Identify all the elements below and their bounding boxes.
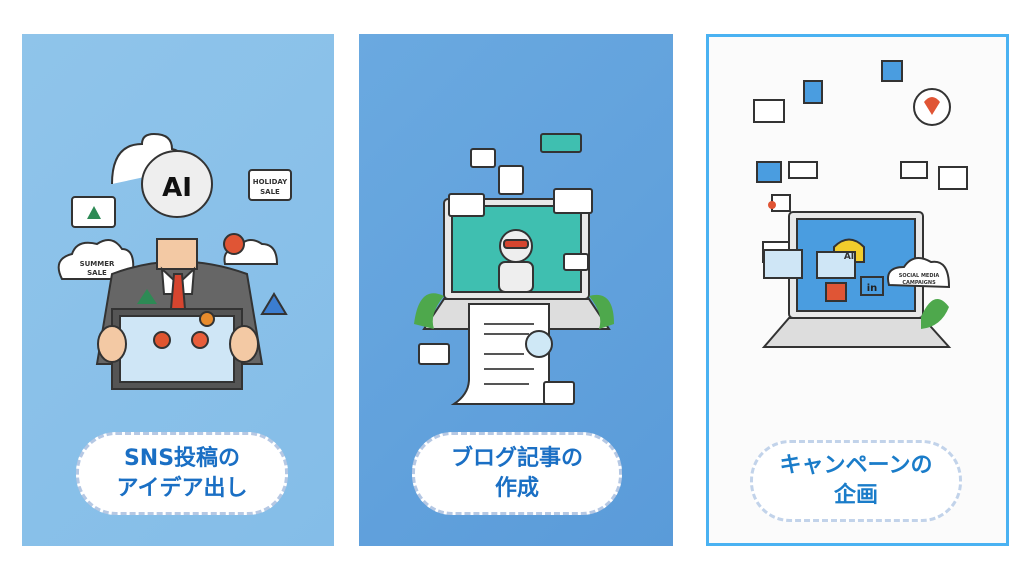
x-logo-icon — [881, 60, 903, 82]
cloud-icon — [887, 257, 951, 289]
card-campaign-planning[interactable]: AI in SOCIAL MEDIA CAMPAIGNS キャンペーンの 企画 — [706, 34, 1009, 546]
label-line: SNS投稿の — [123, 445, 241, 471]
summer-sale-text: SUMMER — [80, 260, 115, 268]
linkedin-text: in — [867, 283, 878, 294]
label-line: キャンペーンの — [779, 453, 933, 478]
ai-businessman-illustration: AI HOLIDAY SALE SUMMER SALE — [57, 132, 292, 390]
card-blog-writing[interactable]: ブログ記事の 作成 — [359, 34, 673, 546]
camera-icon — [938, 166, 968, 190]
summer-sale-text: SALE — [87, 269, 107, 277]
ai-head-label: AI — [162, 173, 192, 203]
linkedin-icon — [860, 276, 884, 296]
facebook-icon — [803, 80, 823, 104]
browser-image-icon — [816, 251, 856, 279]
social-media-laptop-illustration: AI in SOCIAL MEDIA CAMPAIGNS — [753, 60, 968, 348]
holiday-sale-text: HOLIDAY — [253, 178, 288, 186]
x-icon — [825, 282, 847, 302]
cloud-text: CAMPAIGNS — [902, 280, 936, 286]
label-line: 作成 — [494, 475, 539, 501]
magnifier-icon — [525, 330, 553, 358]
label-blog-writing: ブログ記事の 作成 — [412, 432, 622, 515]
label-campaign-planning: キャンペーンの 企画 — [750, 440, 962, 522]
label-sns-ideas: SNS投稿の アイデア出し — [76, 432, 288, 515]
twitter-bird-bubble — [753, 99, 785, 123]
image-icon — [763, 249, 803, 279]
ai-head — [141, 150, 213, 218]
ai-badge-text: AI — [844, 252, 854, 262]
cloud-text: SOCIAL MEDIA — [899, 273, 940, 279]
label-line: 企画 — [833, 483, 878, 508]
label-line: アイデア出し — [116, 475, 248, 501]
holiday-sale-text: SALE — [260, 188, 280, 196]
label-line: ブログ記事の — [450, 445, 583, 471]
cloud-icon — [57, 239, 135, 280]
robot-laptop-illustration — [414, 133, 614, 405]
card-sns-ideas[interactable]: AI HOLIDAY SALE SUMMER SALE SNS投稿の アイデア出… — [22, 34, 334, 546]
